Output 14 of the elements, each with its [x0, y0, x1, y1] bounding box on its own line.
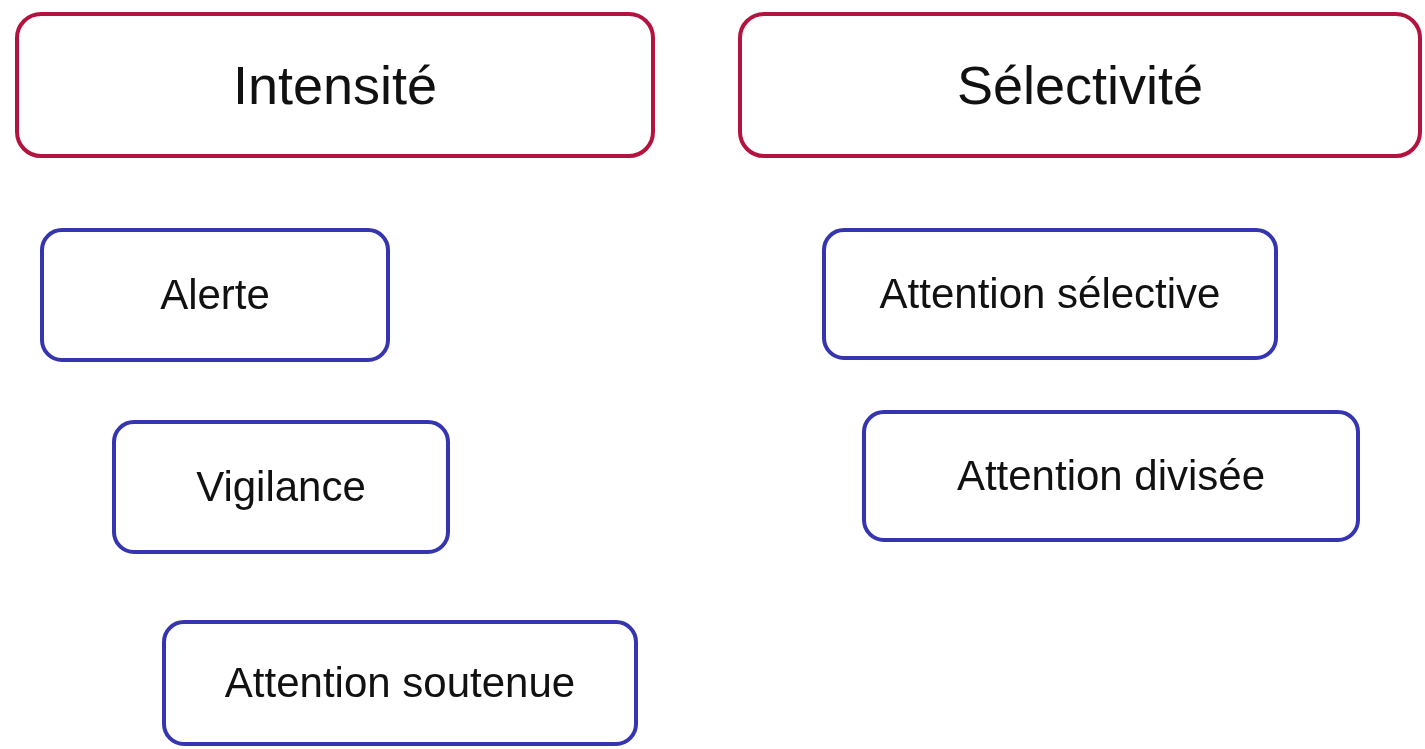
node-label: Alerte [160, 271, 270, 319]
node-label: Attention soutenue [224, 659, 576, 707]
category-box [738, 12, 1422, 158]
concept-box [40, 228, 390, 362]
node-label: Attention divisée [956, 452, 1266, 500]
concept-box [822, 228, 1278, 360]
category-box [15, 12, 655, 158]
concept-box [862, 410, 1360, 542]
node-label: Sélectivité [956, 54, 1204, 116]
node-label: Vigilance [196, 463, 366, 511]
concept-box [112, 420, 450, 554]
node-label: Intensité [232, 54, 438, 116]
concept-box [162, 620, 638, 746]
node-label: Attention sélective [879, 270, 1221, 318]
